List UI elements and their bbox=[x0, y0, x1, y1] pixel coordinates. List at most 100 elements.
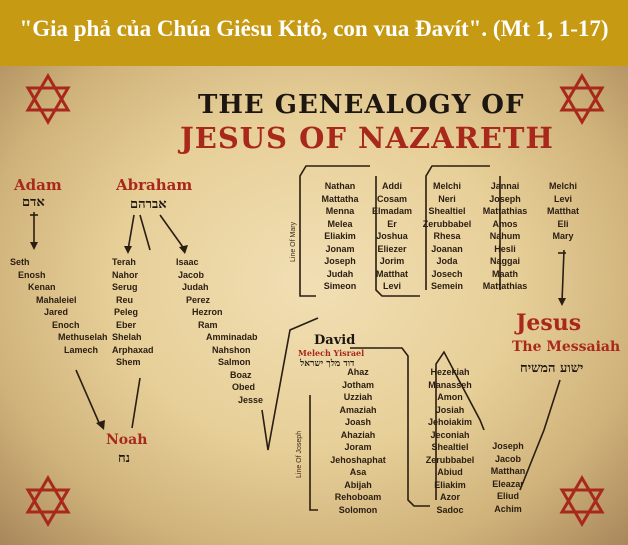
name-item: Uzziah bbox=[343, 392, 373, 402]
name-item: Joseph bbox=[324, 256, 356, 266]
name-item: Perez bbox=[186, 294, 211, 305]
name-item: Joanan bbox=[431, 243, 463, 254]
name-item: Azor bbox=[440, 492, 460, 502]
name-item: Naggai bbox=[489, 256, 520, 266]
name-item: Manasseh bbox=[428, 379, 472, 390]
name-item: Ahaziah bbox=[340, 429, 376, 440]
name-item: Mattathias bbox=[482, 281, 528, 291]
name-item: Josiah bbox=[435, 404, 465, 415]
name-item: Shem bbox=[116, 357, 141, 367]
name-item: Achim bbox=[494, 503, 522, 514]
name-item: Matthan bbox=[490, 466, 526, 476]
name-item: Reu bbox=[116, 294, 134, 305]
name-item: Eber bbox=[116, 319, 137, 330]
name-item: Hesli bbox=[494, 243, 516, 254]
mary-line-column-2: Addi Cosam Elmadam Er Joshua Eliezer Jor… bbox=[364, 180, 420, 293]
caption-banner: "Gia phả của Chúa Giêsu Kitô, con vua Đa… bbox=[0, 0, 628, 66]
name-item: Jehoiakim bbox=[427, 417, 473, 427]
name-item: Melchi bbox=[432, 181, 461, 191]
name-item: Seth bbox=[10, 257, 30, 267]
parchment-background bbox=[0, 66, 628, 545]
mary-line-column-3: Melchi Neri Shealtiel Zerubbabel Rhesa J… bbox=[416, 180, 478, 293]
name-item: Joshua bbox=[376, 231, 408, 241]
name-item: Josech bbox=[431, 268, 463, 279]
name-item: Menna bbox=[325, 206, 355, 216]
name-item: Shelah bbox=[112, 332, 142, 342]
name-item: Eli bbox=[557, 218, 569, 229]
joseph-line-column-2: Hezekiah Manasseh Amon Josiah Jehoiakim … bbox=[410, 366, 490, 516]
name-item: Judah bbox=[182, 282, 209, 292]
star-of-david-icon bbox=[559, 73, 605, 125]
jesus-title: The Messaiah bbox=[512, 339, 621, 355]
david-hebrew: דוד מלך ישראל bbox=[300, 359, 355, 369]
name-item: Joseph bbox=[492, 441, 524, 451]
name-item: Jonam bbox=[325, 243, 355, 254]
name-item: Abiud bbox=[437, 467, 463, 477]
name-item: Lamech bbox=[64, 344, 99, 355]
caption-text: "Gia phả của Chúa Giêsu Kitô, con vua Đa… bbox=[19, 16, 609, 41]
name-item: Jannai bbox=[490, 181, 520, 191]
name-item: Obed bbox=[232, 382, 256, 392]
abraham-descendants: Isaac Jacob Judah Perez Hezron Ram Ammin… bbox=[176, 256, 263, 406]
name-item: Mattatha bbox=[321, 193, 359, 204]
name-item: Nahum bbox=[489, 231, 521, 241]
abraham-hebrew: אברהם bbox=[130, 197, 167, 212]
noah-label: Noah bbox=[106, 432, 148, 448]
name-item: Elmadam bbox=[371, 206, 413, 216]
name-item: Matthat bbox=[547, 206, 579, 216]
adam-label: Adam bbox=[14, 176, 62, 194]
name-item: Hezekiah bbox=[430, 367, 470, 377]
joseph-line-column-3: Joseph Jacob Matthan Eleazar Eliud Achim bbox=[478, 440, 538, 515]
name-item: Boaz bbox=[230, 369, 252, 380]
name-item: Solomon bbox=[338, 504, 378, 515]
noah-hebrew: נח bbox=[118, 451, 130, 466]
name-item: Eliud bbox=[497, 491, 519, 501]
name-item: Abijah bbox=[344, 479, 372, 490]
line-of-mary-label: Line Of Mary bbox=[290, 221, 297, 262]
jesus-label: Jesus bbox=[516, 310, 582, 336]
name-item: Sadoc bbox=[436, 504, 464, 515]
name-item: Judah bbox=[326, 268, 354, 279]
name-item: Joseph bbox=[489, 193, 521, 204]
name-item: Er bbox=[387, 218, 397, 229]
name-item: Jesse bbox=[238, 394, 264, 405]
name-item: Enosh bbox=[18, 269, 46, 280]
name-item: Salmon bbox=[218, 357, 251, 367]
david-title: Melech Yisrael bbox=[298, 348, 365, 358]
name-item: Methuselah bbox=[58, 332, 108, 342]
adam-descendants: Seth Enosh Kenan Mahaleiel Jared Enoch M… bbox=[10, 256, 108, 356]
abraham-label: Abraham bbox=[116, 176, 193, 194]
name-item: Rehoboam bbox=[334, 492, 382, 502]
name-item: Jacob bbox=[178, 269, 205, 280]
name-item: Zerubbabel bbox=[422, 218, 472, 229]
name-item: Matthat bbox=[376, 268, 408, 279]
name-item: Jeconiah bbox=[430, 429, 470, 440]
name-item: Mattathias bbox=[482, 206, 528, 216]
mary-line-column-5: Melchi Levi Matthat Eli Mary bbox=[536, 180, 590, 243]
name-item: Melea bbox=[327, 218, 353, 229]
name-item: Enoch bbox=[52, 319, 80, 330]
name-item: Eliakim bbox=[434, 479, 466, 490]
name-item: Levi bbox=[553, 193, 572, 204]
star-of-david-icon bbox=[25, 475, 71, 527]
name-item: Jacob bbox=[494, 453, 521, 464]
name-item: Ahaz bbox=[347, 367, 369, 377]
star-of-david-icon bbox=[559, 475, 605, 527]
name-item: Kenan bbox=[28, 282, 56, 292]
name-item: Terah bbox=[112, 257, 136, 267]
name-item: Zerubbabel bbox=[425, 454, 475, 465]
name-item: Eliezer bbox=[377, 243, 407, 254]
name-item: Nathan bbox=[324, 181, 356, 191]
name-item: Jorim bbox=[379, 256, 405, 266]
star-of-david-icon bbox=[25, 73, 71, 125]
name-item: Neri bbox=[438, 193, 456, 204]
jesus-hebrew: ישוע המשיח bbox=[520, 361, 584, 376]
name-item: Maath bbox=[491, 268, 518, 279]
adam-hebrew: אדם bbox=[22, 195, 45, 210]
name-item: Isaac bbox=[176, 257, 199, 267]
joseph-line-column-1: Ahaz Jotham Uzziah Amaziah Joash Ahaziah… bbox=[318, 366, 398, 516]
name-item: Peleg bbox=[114, 307, 139, 317]
name-item: Mahaleiel bbox=[36, 294, 77, 305]
